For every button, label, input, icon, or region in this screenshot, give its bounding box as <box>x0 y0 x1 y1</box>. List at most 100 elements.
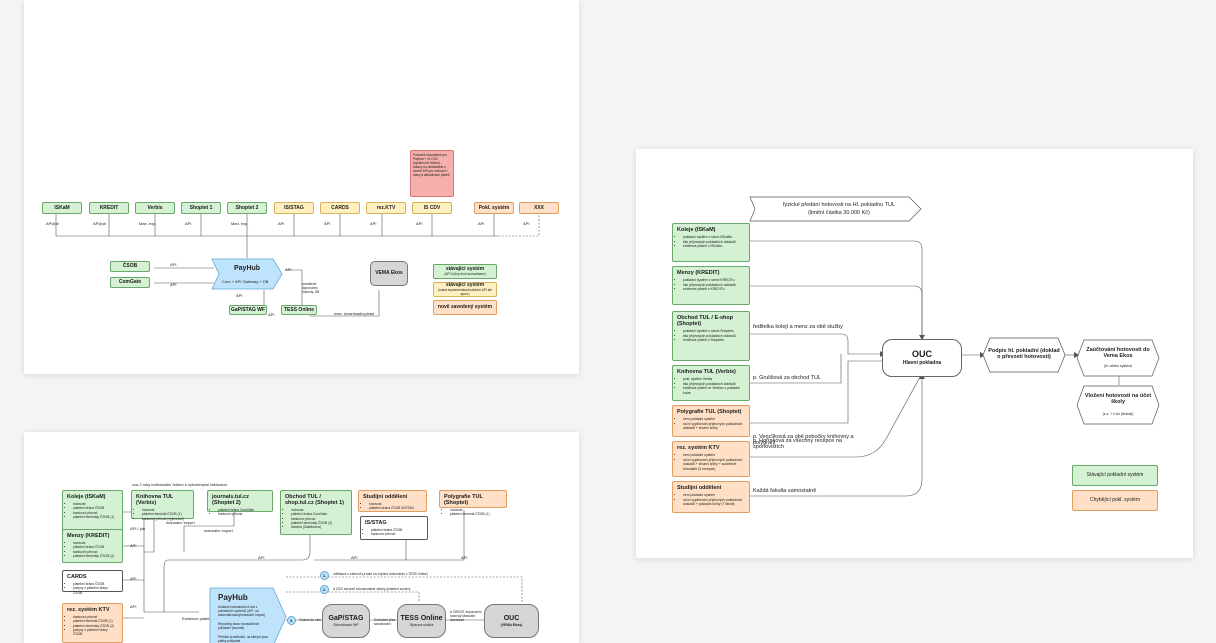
system-edge-label: API <box>185 221 192 226</box>
payment-source-list: bankovní převodplatební terminál ČSOB (1… <box>67 615 118 636</box>
payhub-title: PayHub <box>234 265 261 272</box>
cash-source-card: Koleje (ISKaM)pokladní systém v rámci IS… <box>672 223 750 262</box>
system-edge-label: API <box>478 221 485 226</box>
payment-source-list: hotovostplatební terminál ČSOB (1) <box>444 508 502 517</box>
cash-handover-label: p. Hořínková za všechny recepce na sport… <box>753 438 842 450</box>
banner-shape <box>749 196 922 222</box>
payment-method-item: bankovní převod <box>73 615 118 619</box>
system-node: Pokl. systém <box>474 202 514 214</box>
payment-source-card: rez. systém KTVbankovní převodplatební t… <box>62 603 123 643</box>
cash-source-card: Polygrafie TUL (Shoptet)není pokladní sy… <box>672 405 750 437</box>
system-node: ISKaM <box>42 202 82 214</box>
note-top: cca 2 roky individuální řešení s vytvoře… <box>132 482 227 487</box>
tess-node: TESS Online <box>281 305 317 315</box>
edge-label-api: API <box>461 555 468 560</box>
system-node: XXX <box>519 202 559 214</box>
payment-method-item: bankovní převod <box>291 517 347 521</box>
cash-source-title: Polygrafie TUL (Shoptet) <box>677 409 742 415</box>
step-3-badge: 3. <box>287 616 296 625</box>
system-edge-label: API <box>370 221 377 226</box>
csob-node: ČSOB <box>110 261 150 272</box>
payment-method-item: hotovost <box>450 508 502 512</box>
payment-method-item: hotovost <box>142 508 189 512</box>
system-node: IS CDV <box>412 202 452 214</box>
payment-method-item: platební terminál ČSOB (1) <box>450 512 502 516</box>
edge-label-api: API <box>236 293 243 298</box>
cash-handover-label: p. Venclíková za obě pobočky knihovny a … <box>753 434 854 446</box>
cash-handover-label: p. Grulišová za obchod TUL <box>753 375 822 381</box>
payment-source-title: Koleje (ISKaM) <box>67 494 106 500</box>
vema-node: VEMA Ekos <box>370 261 408 286</box>
payment-source-title: Studijní oddělení <box>363 494 408 500</box>
payment-method-item: platební terminál ČSOB (1) <box>73 619 118 623</box>
payment-method-item: bankovní převod (výjimečně) <box>142 517 189 521</box>
system-edge-label: API <box>416 221 423 226</box>
legend-existing: stávající systém(API či jiný druh komuni… <box>433 264 497 279</box>
banner-line2: (limitní částka 30.000 Kč) <box>808 210 870 216</box>
cash-source-card: Studijní oddělenínení pokladní systémruč… <box>672 481 750 513</box>
payment-method-item: platební terminál ČSOB (1) <box>142 512 189 516</box>
payment-method-item: platební terminály ČSOB (2) <box>73 554 118 558</box>
payment-source-card: Menzy (KREDIT) hotovostplatební brána ČSO… <box>62 529 123 563</box>
cash-source-card: Obchod TUL / E-shop (Shoptet) pokladní sy… <box>672 311 750 361</box>
edge-label-api: API <box>258 555 265 560</box>
hex2-shape <box>1076 385 1160 425</box>
comgate-node: ComGate <box>110 277 150 288</box>
payhub-sub-3: Ukládání transakčních dat z pokladních s… <box>218 605 266 617</box>
payment-source-list: hotovostplatební brána ČSOBbankovní přev… <box>67 502 118 519</box>
cash-source-item: pokladní systém v rámci KREDITu <box>683 278 745 283</box>
cash-source-item: ruční vyplňování příjmových pokladních d… <box>683 458 745 472</box>
payment-method-item: pokyny z platební brány ČSOB <box>73 586 118 595</box>
edge-label-api: API <box>170 282 177 287</box>
cash-source-title: Obchod TUL / E-shop (Shoptet) <box>677 315 734 327</box>
payment-source-card: Knihovna TUL (Verbis) hotovostplatební te… <box>131 490 194 521</box>
payment-source-title: Menzy (KREDIT) <box>67 533 110 539</box>
system-edge-label: Man. exp. <box>231 221 249 226</box>
notif1-label: notifikace o zahrnutí (a také na zvýšení… <box>333 572 428 576</box>
payhub-sub3-3: Přehled prostředků, na kterých jsou plat… <box>218 635 269 643</box>
edge-label-manual: manuální export <box>204 528 233 533</box>
cash-source-item: tisk příjmových pokladních dokladů <box>683 283 745 288</box>
payment-method-item: platební terminály ČSOB (2) <box>291 521 347 525</box>
payhub-shape-3 <box>209 587 287 643</box>
payment-integration-board: cca 2 roky individuální řešení s vytvoře… <box>24 432 579 643</box>
system-node: IS/STAG <box>274 202 314 214</box>
payment-source-list: hotovostplatební brána ČSOB IS/STAG <box>363 502 422 511</box>
payment-method-item: bankovní převod <box>371 532 423 536</box>
payment-source-list: platební brána ČSOBbankovní převod <box>365 528 423 537</box>
payhub-subtitle: Core + API Gateway + DB <box>222 279 269 284</box>
cash-source-title: Menzy (KREDIT) <box>677 270 720 276</box>
step2-label: Vložení do účtu <box>299 618 321 622</box>
payhub-sub2-3: Reporting stavu transakčních pokladen (s… <box>218 622 260 630</box>
sign-hex <box>982 337 1066 373</box>
cash-source-title: rez. systém KTV <box>677 445 720 451</box>
cash-flow-board: fyzické předání hotovosti na Hl. pokladn… <box>636 149 1193 558</box>
payment-source-card: Koleje (ISKaM) hotovostplatební brána ČSO… <box>62 490 123 534</box>
payment-method-item: platební brána ČSOB <box>73 506 118 510</box>
payment-source-card: Polygrafie TUL (Shoptet)hotovostplatební… <box>439 490 507 516</box>
payment-source-title: Obchod TUL / shop.tul.cz (Shoptet 1) <box>285 494 344 506</box>
payment-source-list: hotovostplatební brána ČSOBbankovní přev… <box>67 541 118 558</box>
cash-handover-label: Každá fakulta samostatně <box>753 488 817 494</box>
payment-method-item: bankovní převod <box>73 550 118 554</box>
cash-source-list: není pokladní systémruční vyplňování pří… <box>677 453 745 471</box>
hex1-sub: (hl. účetní systém) <box>1103 364 1133 368</box>
cash-source-list: pokladní systém v rámci Shoptetutisk pří… <box>677 329 745 343</box>
payment-method-item: platební brána ČSOB <box>73 545 118 549</box>
cash-source-title: Koleje (ISKaM) <box>677 227 716 233</box>
payment-method-item: platební brána ČSOB <box>371 528 423 532</box>
cash-handover-label: ředitelka kolejí a menz za obě služby <box>753 324 843 330</box>
cash-source-card: Menzy (KREDIT) pokladní systém v rámci KR… <box>672 266 750 305</box>
system-edge-label: API <box>278 221 285 226</box>
legend-new: nově zavedený systém <box>433 300 497 315</box>
step3-label: Schválení přes schvalování <box>374 618 396 626</box>
payment-source-list: platební brána ComGatebankovní převod <box>212 508 268 517</box>
cash-source-item: tisk příjmových pokladních dokladů <box>683 240 745 245</box>
system-node: rez.KTV <box>366 202 406 214</box>
payment-method-item: hotovost <box>369 502 422 506</box>
payment-method-item: bankovní převod <box>218 512 268 516</box>
payment-source-title: Knihovna TUL (Verbis) <box>136 494 174 506</box>
cash-source-card: rez. systém KTV není pokladní systémruční… <box>672 441 750 477</box>
ouc-node: OUC Hlavní pokladna <box>882 339 962 377</box>
tess-node-3: TESS Online Spisová služba <box>397 604 446 638</box>
